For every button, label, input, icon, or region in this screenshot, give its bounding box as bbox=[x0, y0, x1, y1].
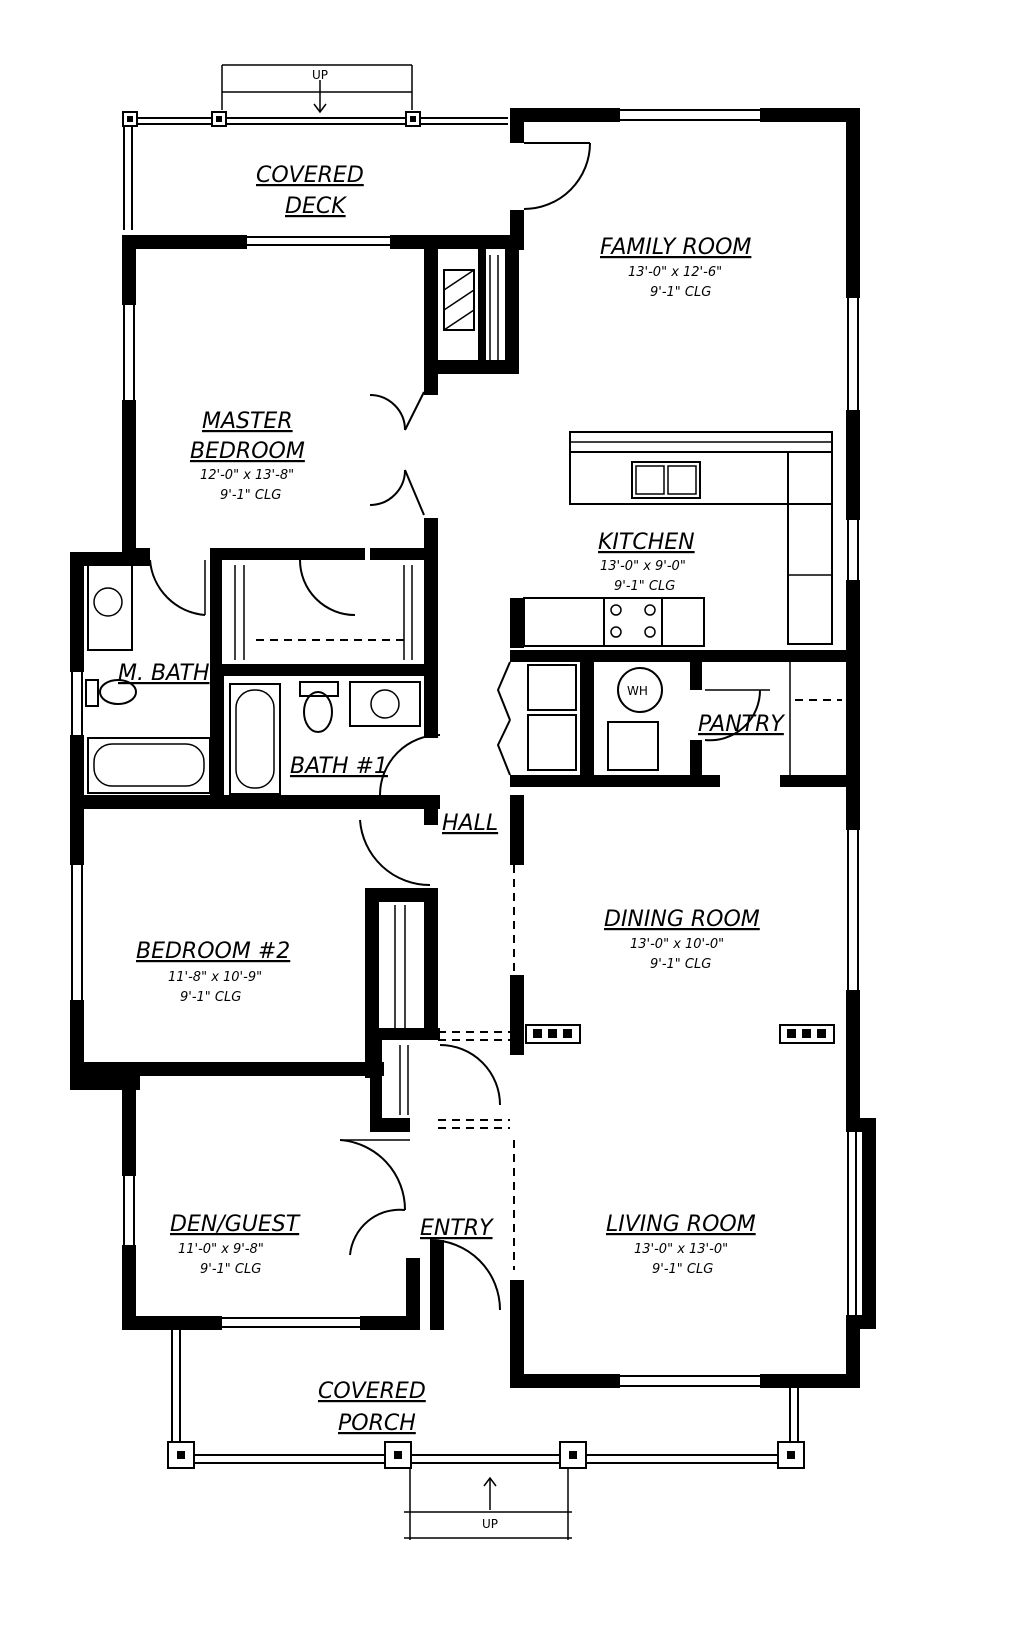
bath1-label: BATH #1 bbox=[290, 754, 388, 779]
kitchen-dims: 13'-0" x 9'-0" bbox=[600, 559, 686, 574]
kitchen-label: KITCHEN bbox=[598, 530, 695, 555]
covered-deck-label-2: DECK bbox=[285, 194, 347, 219]
bedroom2-ceiling: 9'-1" CLG bbox=[180, 990, 241, 1005]
den-guest-label: DEN/GUEST bbox=[170, 1212, 301, 1237]
covered-deck-label-1: COVERED bbox=[256, 163, 364, 188]
entry-label: ENTRY bbox=[420, 1216, 494, 1241]
den-guest-ceiling: 9'-1" CLG bbox=[200, 1262, 261, 1277]
dining-room-dims: 13'-0" x 10'-0" bbox=[630, 937, 724, 952]
porch-stairs: UP bbox=[404, 1468, 572, 1540]
dining-room-ceiling: 9'-1" CLG bbox=[650, 957, 711, 972]
bedroom2-label: BEDROOM #2 bbox=[136, 939, 290, 964]
doors bbox=[149, 142, 762, 1311]
den-guest-dims: 11'-0" x 9'-8" bbox=[178, 1242, 264, 1257]
deck-railing bbox=[122, 111, 508, 230]
kitchen-fixtures: WH bbox=[523, 431, 833, 771]
interior-walls bbox=[70, 245, 860, 1270]
master-bedroom-dims: 12'-0" x 13'-8" bbox=[200, 468, 294, 483]
m-bath-label: M. BATH bbox=[118, 661, 210, 686]
water-heater-label: WH bbox=[627, 684, 648, 698]
covered-porch-label-2: PORCH bbox=[338, 1411, 416, 1436]
living-room-label: LIVING ROOM bbox=[606, 1212, 756, 1237]
porch-railing bbox=[167, 1330, 805, 1469]
stairs-up-label-top: UP bbox=[312, 68, 328, 82]
bath-fixtures bbox=[85, 561, 421, 795]
covered-porch-label-1: COVERED bbox=[318, 1379, 426, 1404]
kitchen-ceiling: 9'-1" CLG bbox=[614, 579, 675, 594]
dining-room-label: DINING ROOM bbox=[604, 907, 760, 932]
hall-label: HALL bbox=[442, 811, 498, 836]
master-bedroom-label-2: BEDROOM bbox=[190, 439, 305, 464]
family-room-dims: 13'-0" x 12'-6" bbox=[628, 265, 722, 280]
master-bedroom-ceiling: 9'-1" CLG bbox=[220, 488, 281, 503]
bedroom2-dims: 11'-8" x 10'-9" bbox=[168, 970, 262, 985]
living-room-dims: 13'-0" x 13'-0" bbox=[634, 1242, 728, 1257]
master-bedroom-label-1: MASTER bbox=[202, 409, 293, 434]
pantry-label: PANTRY bbox=[698, 712, 785, 737]
living-room-ceiling: 9'-1" CLG bbox=[652, 1262, 713, 1277]
family-room-ceiling: 9'-1" CLG bbox=[650, 285, 711, 300]
exterior-walls bbox=[70, 108, 876, 1388]
deck-stairs: UP bbox=[221, 64, 413, 114]
family-room-label: FAMILY ROOM bbox=[600, 235, 751, 260]
stairs-up-label-bottom: UP bbox=[482, 1517, 498, 1531]
